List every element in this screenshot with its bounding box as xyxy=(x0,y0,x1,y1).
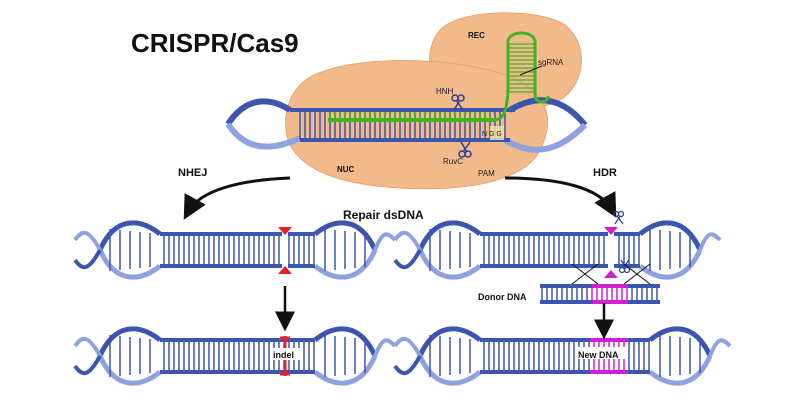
target-dna xyxy=(225,31,588,153)
pam-site xyxy=(490,126,504,140)
nhej-repaired-dna xyxy=(73,326,397,386)
repair-dsdna-label: Repair dsDNA xyxy=(343,208,424,222)
nuc-lobe xyxy=(285,60,548,190)
page-title: CRISPR/Cas9 xyxy=(131,28,299,58)
crossover-line xyxy=(571,263,599,285)
sgrna-hairpin xyxy=(495,31,550,122)
cas9-protein-complex xyxy=(285,12,582,190)
scissors-icon xyxy=(618,259,631,274)
cut-arrow-icon xyxy=(278,266,292,274)
donor-dna-label: Donor DNA xyxy=(478,292,527,302)
hdr-cut-dna xyxy=(393,220,722,280)
hdr-label: HDR xyxy=(593,167,617,179)
hnh-label: HNH xyxy=(436,87,454,96)
pam-label: PAM xyxy=(478,169,495,178)
cut-arrow-icon xyxy=(604,270,618,278)
nhej-cut-dna xyxy=(73,220,397,280)
nuc-label: NUC xyxy=(337,165,355,174)
sgrna-label: sgRNA xyxy=(538,58,564,67)
ngg-label: N G G xyxy=(482,131,502,138)
new-dna-label: New DNA xyxy=(578,350,619,360)
ruvc-label: RuvC xyxy=(443,157,463,166)
hdr-new-dna xyxy=(393,326,732,386)
hdr-arrow xyxy=(504,176,617,218)
crossover-line xyxy=(623,263,651,285)
cut-arrow-icon xyxy=(604,227,618,235)
cut-arrow-icon xyxy=(278,227,292,235)
nhej-label: NHEJ xyxy=(178,167,207,179)
nhej-arrow xyxy=(183,176,291,220)
scissors-icon xyxy=(451,94,465,111)
scissors-icon xyxy=(458,141,472,158)
donor-dna xyxy=(540,284,660,304)
rec-label: REC xyxy=(468,31,485,40)
indel-label: indel xyxy=(273,350,294,360)
scissors-icon xyxy=(612,210,625,225)
